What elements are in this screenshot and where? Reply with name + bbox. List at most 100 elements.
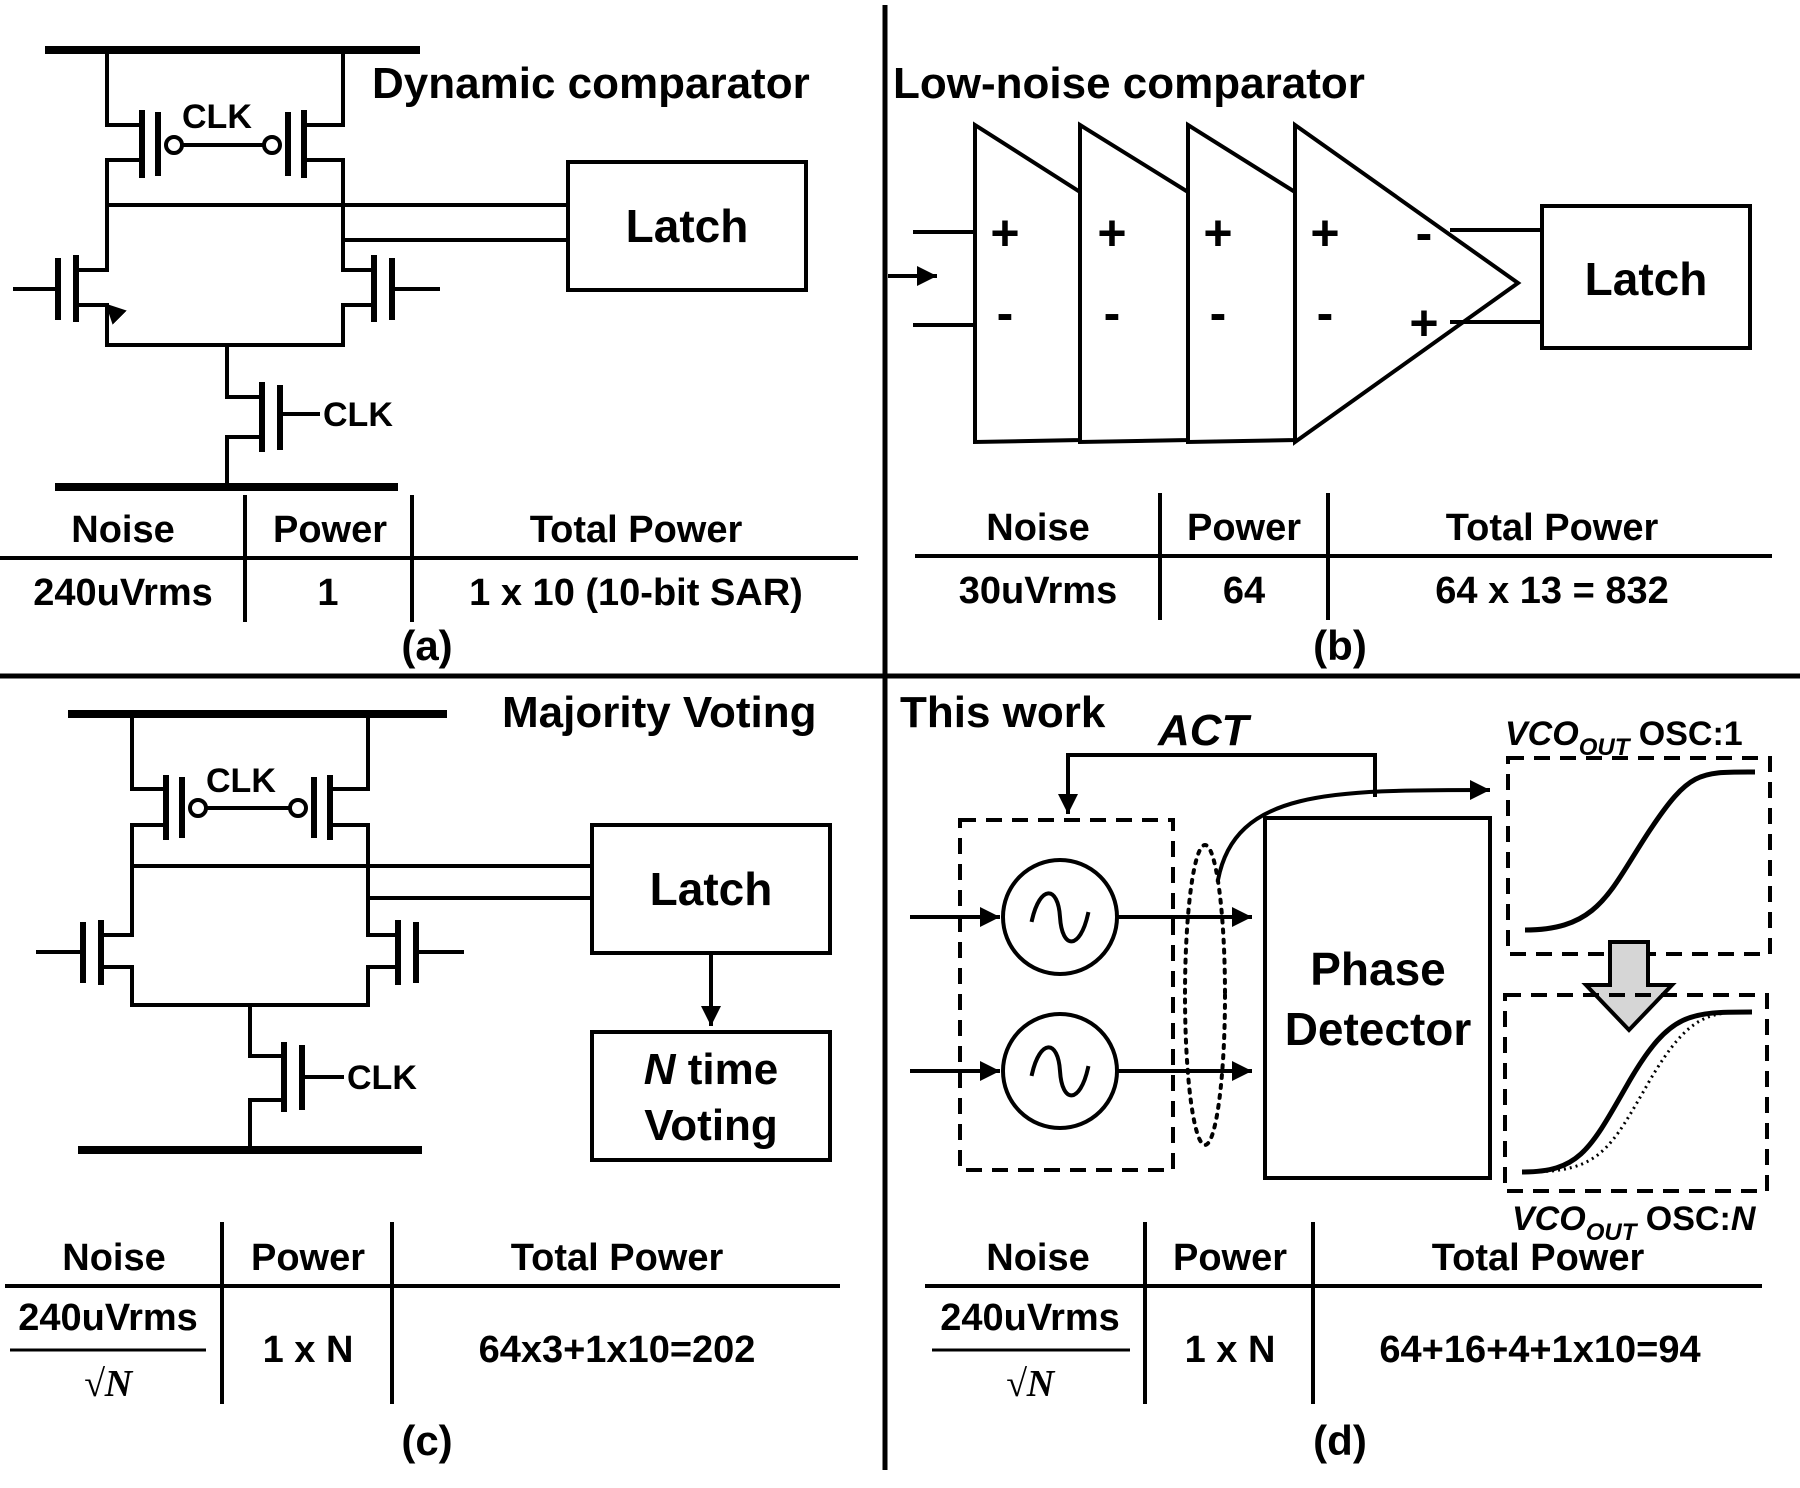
latch-label: Latch	[1585, 253, 1708, 305]
pmos-left-source	[130, 712, 166, 791]
table-header-noise: Noise	[986, 1237, 1089, 1279]
latch-box	[590, 823, 832, 955]
nmos-left-source	[76, 303, 127, 347]
output-group-ellipse	[1183, 843, 1227, 1147]
pmos-right-source	[304, 48, 345, 127]
panel-a-table: Noise Power Total Power 240uVrms 1 1 x 1…	[0, 495, 858, 622]
table-header-power: Power	[1173, 1237, 1287, 1279]
panel-a-title: Dynamic comparator	[372, 59, 810, 108]
table-noise-denominator: √N	[84, 1363, 134, 1405]
stage4-out-plus: +	[1409, 295, 1438, 351]
table-value-noise: 30uVrms	[959, 570, 1117, 612]
panel-c-title: Majority Voting	[502, 688, 817, 737]
clk-label-tail: CLK	[323, 396, 393, 434]
amp-stage-3	[1186, 121, 1297, 445]
stage4-minus: -	[1317, 285, 1334, 341]
clk-label-top: CLK	[182, 98, 252, 136]
table-value-total: 64x3+1x10=202	[479, 1329, 756, 1371]
vco-top-label: VCOOUT OSC:1	[1505, 715, 1743, 761]
table-value-power: 1 x N	[263, 1329, 354, 1371]
sine-wave-icon	[1029, 1045, 1091, 1098]
panel-d-title: This work	[900, 688, 1106, 737]
voting-box	[590, 1030, 832, 1162]
pmos-left-drain	[105, 158, 142, 207]
panel-c-table: Noise Power Total Power 240uVrms √N 1 x …	[5, 1222, 840, 1405]
panel-a: Dynamic comparator CLK Latch	[0, 46, 858, 669]
panel-c: Majority Voting CLK Latch N time Voting	[5, 688, 840, 1464]
stage2-minus: -	[1104, 285, 1121, 341]
amp-stage-4	[1293, 121, 1522, 446]
latch-box	[1540, 204, 1752, 350]
curved-arrow-to-waveform	[1215, 780, 1491, 883]
tail-source	[225, 435, 262, 489]
pmos-left-bubble	[188, 798, 208, 818]
panel-d-table: Noise Power Total Power 240uVrms √N 1 x …	[925, 1222, 1762, 1405]
latch-box	[566, 160, 808, 292]
pmos-right-source	[330, 712, 370, 791]
tail-drain	[225, 343, 262, 399]
pmos-left-drain	[130, 823, 166, 868]
vco-bottom-sub: OUT	[1586, 1219, 1639, 1246]
stage3-minus: -	[1210, 285, 1227, 341]
table-value-power: 64	[1223, 570, 1265, 612]
oscillator-group-box	[958, 818, 1175, 1172]
nmos-left-source	[101, 965, 134, 1007]
table-value-power: 1	[317, 572, 338, 614]
phase-detector-box	[1263, 816, 1492, 1180]
tail-drain	[248, 1003, 284, 1058]
tail-source	[248, 1098, 284, 1152]
nmos-left-drain	[76, 203, 109, 272]
stage2-plus: +	[1097, 205, 1126, 261]
panel-b-title: Low-noise comparator	[893, 59, 1365, 108]
table-header-total: Total Power	[530, 509, 743, 551]
clk-label-tail: CLK	[347, 1059, 417, 1097]
phase-detector-label-1: Phase	[1310, 943, 1446, 995]
vco-top-suffix: OSC:1	[1629, 715, 1742, 753]
amp-stage-2	[1078, 121, 1190, 445]
waveform-curve-top	[1524, 769, 1756, 933]
table-header-power: Power	[1187, 507, 1301, 549]
table-value-noise: 240uVrms	[33, 572, 213, 614]
table-header-power: Power	[251, 1237, 365, 1279]
pmos-right-bubble	[288, 798, 308, 818]
waveform-curve-solid	[1521, 1009, 1753, 1175]
pmos-right-bubble	[262, 135, 282, 155]
nmos-right-source	[366, 965, 398, 1007]
panel-d: This work ACT Phase Detector VCOOUT OSC:…	[900, 688, 1772, 1464]
pmos-left-source	[105, 48, 142, 127]
panel-b-caption: (b)	[1313, 622, 1367, 669]
table-header-noise: Noise	[71, 509, 174, 551]
down-arrow-icon	[1581, 940, 1677, 1033]
waveform-box-bottom	[1503, 993, 1769, 1193]
table-header-total: Total Power	[1446, 507, 1659, 549]
amp-stage-1	[973, 121, 1082, 445]
vco-bottom-base: VCO	[1512, 1200, 1586, 1238]
panel-b-table: Noise Power Total Power 30uVrms 64 64 x …	[915, 493, 1772, 620]
nmos-right-drain	[341, 238, 374, 272]
stage3-plus: +	[1203, 205, 1232, 261]
latch-label: Latch	[626, 200, 749, 252]
act-feedback-wire	[1058, 753, 1377, 814]
table-value-total: 64+16+4+1x10=94	[1379, 1329, 1700, 1371]
table-header-total: Total Power	[511, 1237, 724, 1279]
nmos-right-source	[341, 303, 374, 347]
pmos-left-bubble	[164, 135, 184, 155]
voting-label-line2: Voting	[644, 1101, 778, 1150]
vco-top-base: VCO	[1505, 715, 1579, 753]
table-value-total: 64 x 13 = 832	[1435, 570, 1669, 612]
phase-detector-label-2: Detector	[1285, 1003, 1472, 1055]
pmos-right-drain	[304, 158, 345, 242]
table-header-power: Power	[273, 509, 387, 551]
voting-n: N	[644, 1045, 677, 1094]
table-value-power: 1 x N	[1185, 1329, 1276, 1371]
table-header-noise: Noise	[986, 507, 1089, 549]
panel-a-caption: (a)	[401, 622, 452, 669]
voting-time: time	[676, 1045, 779, 1094]
pmos-right-drain	[330, 823, 370, 900]
table-noise-numerator: 240uVrms	[18, 1297, 198, 1339]
table-value-total: 1 x 10 (10-bit SAR)	[469, 572, 803, 614]
nmos-left-drain	[101, 864, 134, 937]
table-header-noise: Noise	[62, 1237, 165, 1279]
stage1-plus: +	[990, 205, 1019, 261]
